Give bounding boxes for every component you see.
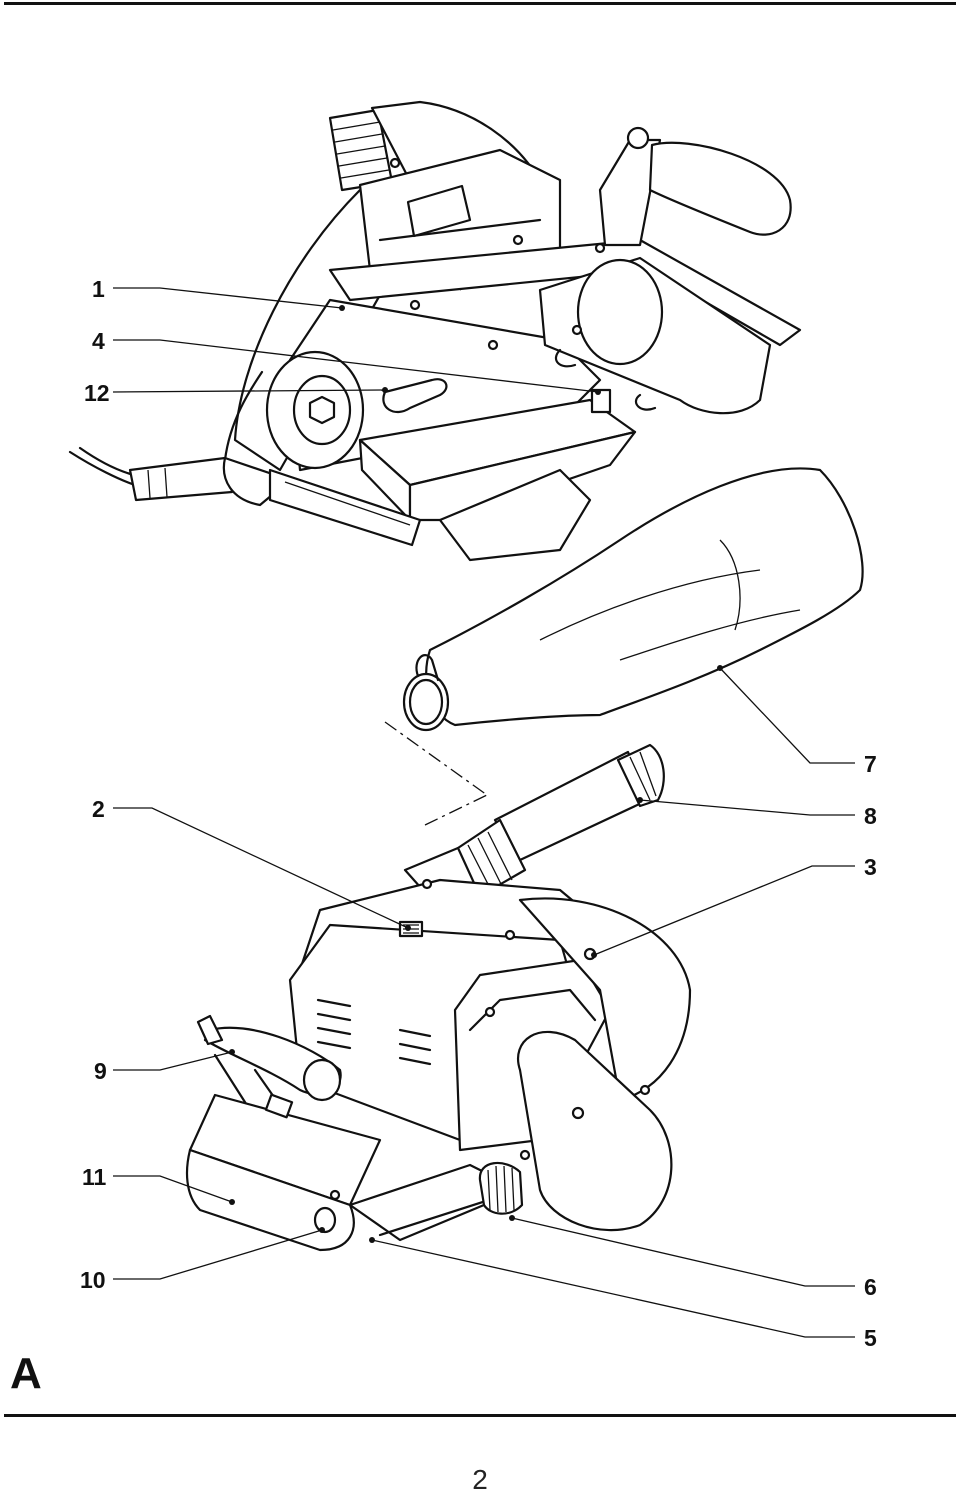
callout-7: 7 bbox=[864, 751, 877, 777]
page-number: 2 bbox=[472, 1464, 488, 1495]
bottom-rule bbox=[4, 1414, 956, 1417]
callout-3: 3 bbox=[864, 854, 877, 880]
callout-8: 8 bbox=[864, 803, 877, 829]
hex-nut bbox=[308, 395, 336, 425]
side-rail bbox=[268, 468, 422, 547]
front-roller bbox=[185, 1148, 355, 1252]
top-rule bbox=[4, 2, 956, 5]
callout-1: 1 bbox=[92, 276, 105, 302]
belt-clamp bbox=[264, 1093, 294, 1119]
release-lever bbox=[313, 1206, 337, 1234]
rear-handle-bracket bbox=[598, 138, 662, 247]
upper-sander-view bbox=[68, 100, 802, 562]
leader-lines bbox=[112, 287, 855, 1338]
tracking-knob bbox=[478, 1161, 524, 1215]
callout-11: 11 bbox=[82, 1164, 107, 1190]
callout-6: 6 bbox=[864, 1274, 877, 1300]
vent-slots-left bbox=[316, 998, 352, 1050]
figure-letter: A bbox=[10, 1349, 42, 1398]
vent-slots-right bbox=[398, 1028, 432, 1066]
tension-lever bbox=[382, 378, 448, 414]
callout-9: 9 bbox=[94, 1058, 107, 1084]
rear-handle bbox=[648, 141, 792, 236]
callout-10: 10 bbox=[80, 1267, 106, 1293]
drive-cover bbox=[517, 1030, 673, 1232]
callout-2: 2 bbox=[92, 796, 105, 822]
lower-sander-view bbox=[185, 743, 692, 1252]
callout-4: 4 bbox=[92, 328, 105, 354]
tracking-bracket bbox=[590, 388, 612, 414]
callout-5: 5 bbox=[864, 1325, 877, 1351]
callout-12: 12 bbox=[84, 380, 110, 406]
drive-roller bbox=[576, 258, 664, 366]
bag-clip bbox=[415, 654, 440, 682]
cord-sleeve bbox=[128, 456, 234, 502]
bag-ring bbox=[402, 672, 450, 732]
dust-bag bbox=[402, 467, 864, 732]
power-cord bbox=[68, 450, 137, 487]
assembly-dashline bbox=[384, 721, 488, 826]
